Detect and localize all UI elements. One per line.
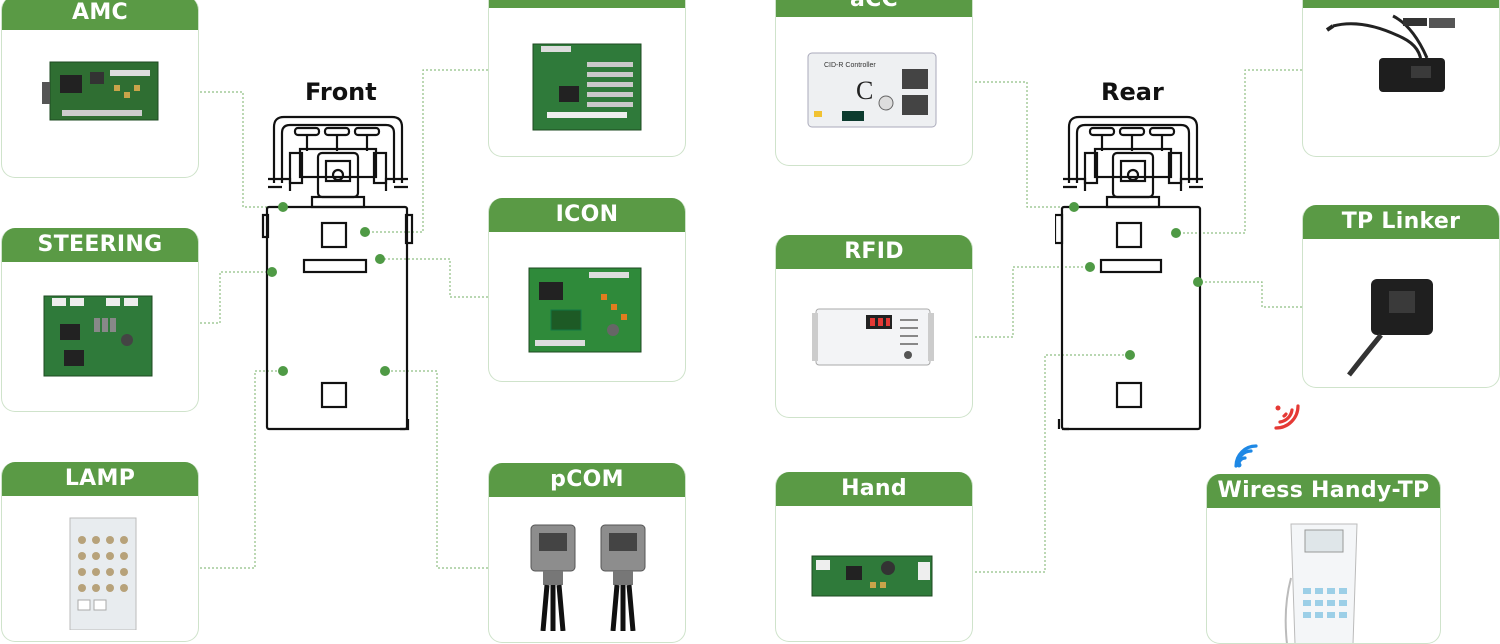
card-top-middle (488, 0, 686, 157)
rfid-reader-image (812, 308, 934, 366)
io-board-image (532, 43, 642, 131)
wireless-signal-icon (1234, 444, 1258, 468)
card-title: pCOM (489, 463, 685, 497)
front-label: Front (305, 78, 377, 106)
card-title (489, 0, 685, 8)
hand-board-image (811, 555, 933, 597)
lamp-board-image (69, 517, 137, 631)
connector-lines (200, 69, 1302, 573)
handy-terminal-image (1284, 523, 1358, 643)
card-title: Hand (776, 472, 972, 506)
card-icon: ICON (488, 198, 686, 382)
card-title (1303, 0, 1499, 8)
rear-label: Rear (1101, 78, 1164, 106)
card-title: RFID (776, 235, 972, 269)
icon-board-image (528, 267, 642, 353)
acc-panel-letter: C (856, 76, 873, 105)
card-title: ICON (489, 198, 685, 232)
steering-board-image (43, 295, 153, 377)
card-title: aCC (776, 0, 972, 17)
cable-adapter-image (1325, 14, 1455, 92)
card-title: STEERING (2, 228, 198, 262)
card-lamp: LAMP (1, 462, 199, 642)
card-title: Wiress Handy-TP (1207, 474, 1440, 508)
card-tp-linker: TP Linker (1302, 205, 1500, 388)
rear-vehicle-diagram (1055, 115, 1203, 431)
pcom-connectors-image (530, 524, 646, 632)
amc-board-image (42, 61, 159, 121)
card-rfid: RFID (775, 235, 973, 418)
card-title: TP Linker (1303, 205, 1499, 239)
card-title: LAMP (2, 462, 198, 496)
card-amc: AMC (1, 0, 199, 178)
card-hand: Hand (775, 472, 973, 642)
card-title: AMC (2, 0, 198, 30)
card-top-right (1302, 0, 1500, 157)
front-vehicle-diagram (261, 115, 414, 431)
card-wireless-handy-tp: Wiress Handy-TP (1206, 474, 1441, 644)
acc-panel-title: CID-R Controller (824, 62, 876, 69)
acc-controller-image: CID-R Controller C (807, 52, 937, 128)
wireless-signal-red-icon (1274, 404, 1300, 430)
card-pcom: pCOM (488, 463, 686, 643)
card-acc: aCC CID-R Controller C (775, 0, 973, 166)
tp-linker-image (1347, 279, 1433, 377)
card-steering: STEERING (1, 228, 199, 412)
